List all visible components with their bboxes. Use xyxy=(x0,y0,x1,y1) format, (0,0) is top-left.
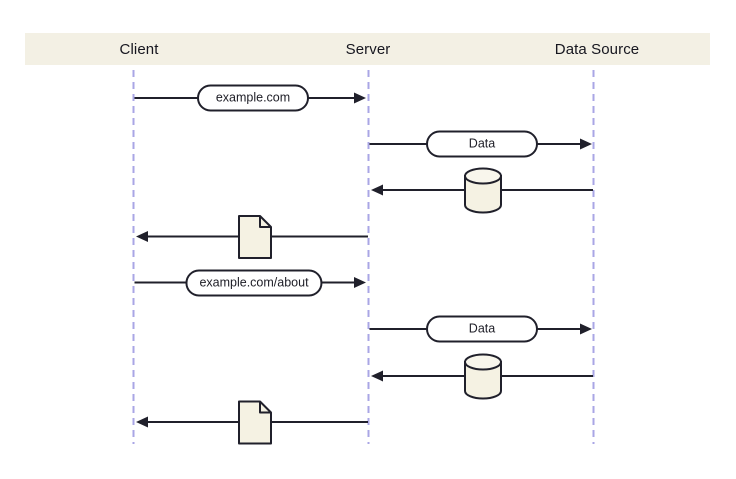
actor-label-client: Client xyxy=(119,41,159,58)
database-cylinder-icon xyxy=(464,353,502,400)
message-pill-example-com: example.com xyxy=(197,84,309,112)
document-icon xyxy=(238,400,272,445)
message-pill-data-1: Data xyxy=(426,130,538,158)
arrowhead-left-icon xyxy=(136,231,148,242)
arrowhead-right-icon xyxy=(354,277,366,288)
arrowhead-right-icon xyxy=(354,92,366,104)
document-icon xyxy=(238,215,272,259)
arrowhead-left-icon xyxy=(371,370,383,382)
actor-label-server: Server xyxy=(345,41,391,58)
arrowhead-left-icon xyxy=(136,416,148,428)
arrowhead-right-icon xyxy=(580,323,592,335)
actor-header-band xyxy=(25,33,710,65)
arrowhead-left-icon xyxy=(371,184,383,196)
message-pill-data-2: Data xyxy=(426,315,538,343)
database-cylinder-icon xyxy=(464,167,502,214)
arrowhead-right-icon xyxy=(580,138,592,150)
message-pill-example-com-about: example.com/about xyxy=(185,269,323,296)
actor-label-data-source: Data Source xyxy=(554,41,640,58)
